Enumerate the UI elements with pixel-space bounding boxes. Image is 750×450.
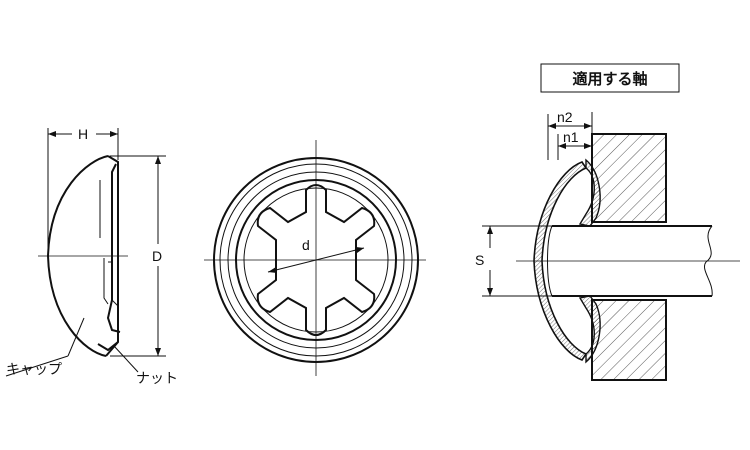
star-opening bbox=[256, 184, 376, 336]
dimension-label-n2: n2 bbox=[557, 109, 573, 125]
side-view: H D キャップ ナット bbox=[5, 126, 178, 387]
label-nut: ナット bbox=[136, 371, 178, 387]
nut-section-upper bbox=[578, 158, 601, 227]
dimension-label-D: D bbox=[152, 248, 162, 264]
outer-circle bbox=[213, 157, 419, 363]
dimension-label-d: d bbox=[302, 237, 310, 253]
dimension-label-n1: n1 bbox=[563, 129, 579, 145]
nut-body bbox=[106, 163, 121, 333]
cap-rim bbox=[105, 155, 119, 357]
applicable-shaft-title: 適用する軸 bbox=[572, 70, 647, 88]
label-cap: キャップ bbox=[6, 362, 62, 378]
dimension-label-S: S bbox=[475, 252, 484, 268]
applicable-shaft-box bbox=[540, 63, 680, 93]
front-view: d bbox=[204, 140, 426, 376]
nut-section-lower bbox=[578, 295, 601, 364]
dimension-label-H: H bbox=[78, 126, 88, 142]
housing-upper bbox=[591, 133, 667, 223]
cap-section bbox=[533, 161, 588, 361]
installed-section-view: 適用する軸 n2 n1 bbox=[475, 63, 740, 381]
